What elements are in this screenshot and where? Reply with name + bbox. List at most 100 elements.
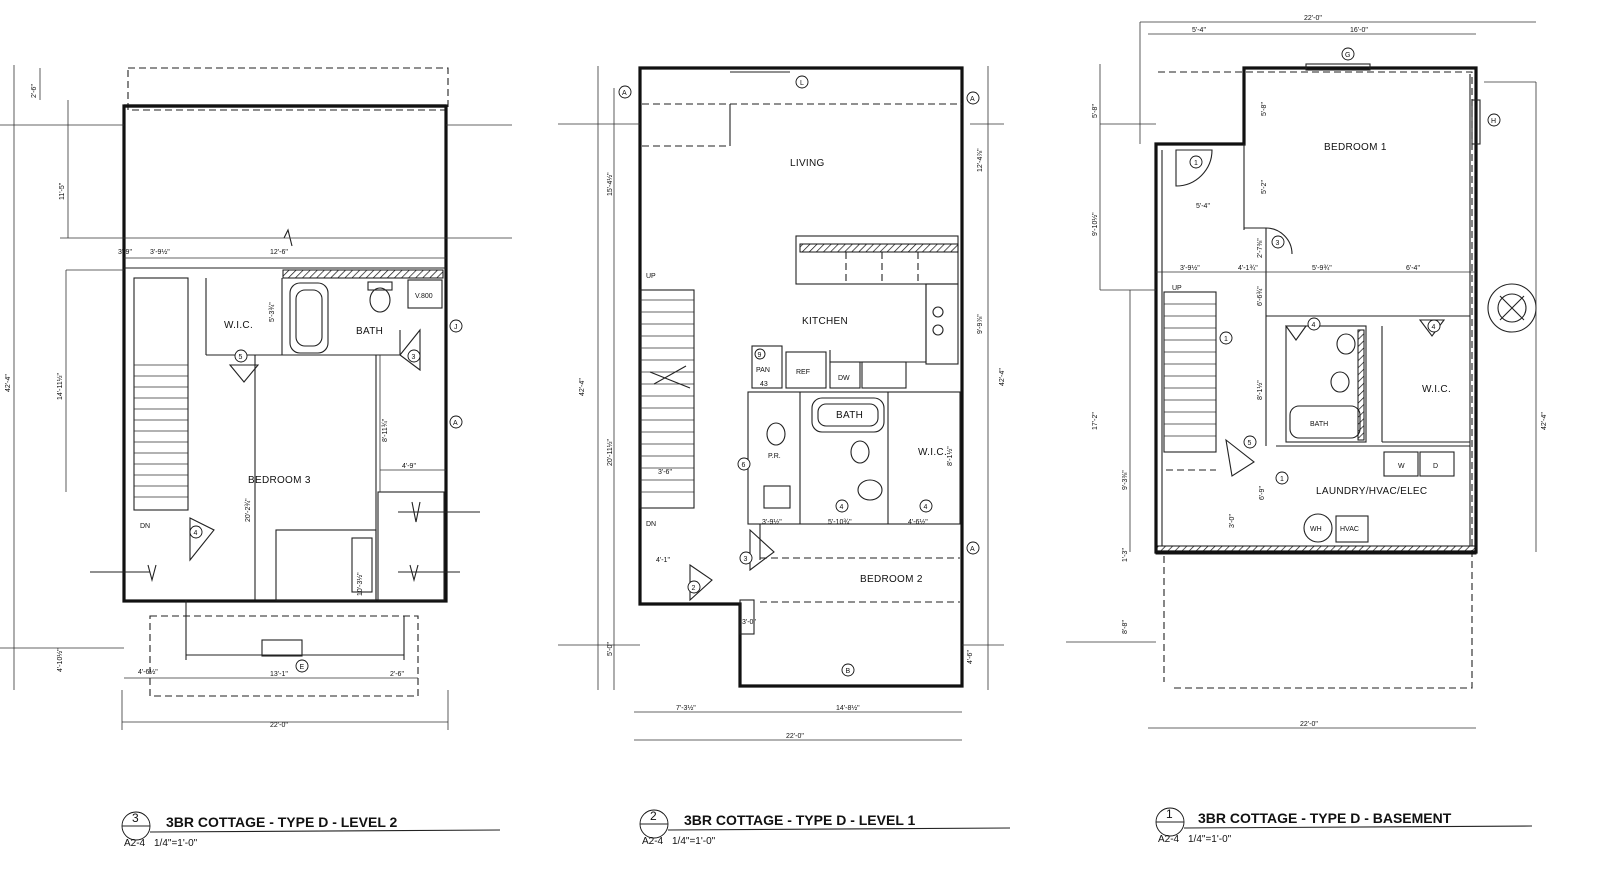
door-tag: 1 (1219, 331, 1233, 345)
dryer (1419, 451, 1455, 477)
stair-down-label: DN (646, 521, 656, 528)
door-tag: 1 (1189, 155, 1203, 169)
pantry (751, 345, 783, 389)
dim-closet-c: 10'-3½" (356, 572, 364, 596)
room-label-bath: BATH (1310, 421, 1328, 428)
door-tag: 3 (407, 349, 421, 363)
dim-porch-right: 2'-6" (390, 671, 404, 678)
room-label-wic: W.I.C. (918, 447, 947, 458)
door-tag: 5 (234, 349, 248, 363)
lavatory (1336, 333, 1356, 355)
drawing-scale: 1/4"=1'-0" (1188, 834, 1232, 845)
bed (275, 529, 377, 601)
drawing-title-level-2: 3 A2-4 3BR COTTAGE - TYPE D - LEVEL 2 1/… (121, 811, 501, 849)
stair (133, 277, 189, 511)
drawing-title: 3BR COTTAGE - TYPE D - LEVEL 1 (684, 812, 916, 828)
dim-bottom-left: 7'-3½" (676, 704, 696, 712)
washer-label: W (1398, 463, 1405, 470)
door-tag: 4 (1427, 319, 1441, 333)
dim-left-small: 1'-3" (1122, 548, 1129, 562)
dim-room-width: 6'-4" (1406, 265, 1420, 272)
door-tag: 4 (919, 499, 933, 513)
level-2-exterior-wall (122, 104, 448, 603)
basement-exterior-wall (1154, 66, 1478, 554)
dim-bath-width: 5'-10¾" (828, 519, 852, 526)
door-tag: 4 (1307, 317, 1321, 331)
dim-top-right: 16'-0" (1350, 27, 1368, 34)
window-tag: A (966, 541, 980, 555)
dim-overall-width: 22'-0" (270, 722, 288, 729)
door-tag: 3 (1271, 235, 1285, 249)
range (925, 283, 959, 365)
drawing-title: 3BR COTTAGE - TYPE D - BASEMENT (1198, 810, 1452, 826)
room-label-bath: BATH (836, 410, 863, 421)
stair-treads (1164, 303, 1216, 437)
door-swing (1175, 149, 1213, 187)
dim-left-upper: 15'-4½" (606, 172, 614, 196)
stair-down-label: DN (140, 523, 150, 530)
dim-closet-b: 4'-9" (402, 463, 416, 470)
callout-number: 3 (132, 811, 139, 825)
dim-overall-top: 22'-0" (1304, 15, 1322, 22)
door-tag: 2 (687, 580, 701, 594)
svg-text:B: B (846, 668, 851, 675)
window-tag: G (1341, 47, 1355, 61)
dim-stair-width: 3'-9" (118, 249, 132, 256)
svg-text:E: E (300, 664, 305, 671)
svg-text:L: L (800, 80, 804, 87)
plan-level-1: LIVING KITCHEN BATH W.I.C. P.R. BEDROOM … (558, 66, 1011, 847)
drawing-title-level-1: 2 A2-4 3BR COTTAGE - TYPE D - LEVEL 1 1/… (639, 809, 1011, 847)
dim-left-mid: 20'-11½" (606, 438, 614, 466)
dim-left-mid: 17'-2" (1092, 412, 1099, 430)
dim-overall-width: 22'-0" (786, 733, 804, 740)
dim-hall-b: 5'-9¾" (1312, 265, 1332, 272)
svg-text:4: 4 (924, 504, 928, 511)
svg-text:J: J (454, 324, 458, 331)
dim-hall-v: 2'-7⅜" (1257, 238, 1264, 258)
pantry-number: 43 (760, 381, 768, 388)
window-tag: L (795, 75, 809, 89)
dim-top-left: 5'-4" (1192, 27, 1206, 34)
water-heater (1303, 513, 1333, 543)
door-tag: 6 (737, 457, 751, 471)
dim-left-top: 5'-8" (1092, 104, 1099, 118)
toilet (1330, 371, 1350, 393)
closet (377, 491, 445, 601)
window-tag: H (1487, 113, 1501, 127)
room-label-living: LIVING (790, 158, 825, 169)
dim-right-side: 42'-4" (1541, 412, 1548, 430)
dim-overall-bottom: 22'-0" (1300, 721, 1318, 728)
plan-level-2: W.I.C. BATH BEDROOM 3 DN 22'-0" 12'-6" 3… (0, 65, 512, 849)
refrigerator-label: REF (796, 369, 810, 376)
dim-bed-a: 5'-8" (1261, 102, 1268, 116)
svg-text:A: A (453, 420, 458, 427)
svg-text:6: 6 (742, 462, 746, 469)
dim-left-low: 9'-3⅜" (1122, 470, 1129, 490)
svg-text:3: 3 (412, 354, 416, 361)
dim-bedroom-depth: 20'-2¾" (245, 498, 252, 522)
drawing-title: 3BR COTTAGE - TYPE D - LEVEL 2 (166, 814, 398, 830)
refrigerator (785, 351, 827, 389)
dishwasher-label: DW (838, 375, 850, 382)
water-heater-label: WH (1310, 526, 1322, 533)
toilet (369, 287, 391, 313)
dim-bed-b: 5'-2" (1261, 180, 1268, 194)
stair-treads (134, 364, 188, 498)
door-tag: 9 (754, 348, 766, 360)
door-tag: 5 (1243, 435, 1257, 449)
room-label-powder-room: P.R. (768, 453, 781, 460)
dim-left-upper: 9'-10½" (1091, 212, 1099, 236)
window-tag: B (841, 663, 855, 677)
dim-bottom-right: 14'-8½" (836, 704, 860, 712)
dim-right-closet: 8'-1½" (946, 446, 954, 466)
pantry-label: PAN (756, 367, 770, 374)
svg-text:A: A (970, 546, 975, 553)
svg-text:4: 4 (1432, 324, 1436, 331)
dim-porch-left: 4'-6½" (138, 668, 158, 676)
svg-text:1: 1 (1194, 160, 1198, 167)
plan-basement: BEDROOM 1 W.I.C. BATH LAUNDRY/HVAC/ELEC … (1066, 15, 1548, 845)
door-tag: 1 (1275, 471, 1289, 485)
svg-text:2: 2 (692, 585, 696, 592)
window-tag: A (966, 91, 980, 105)
